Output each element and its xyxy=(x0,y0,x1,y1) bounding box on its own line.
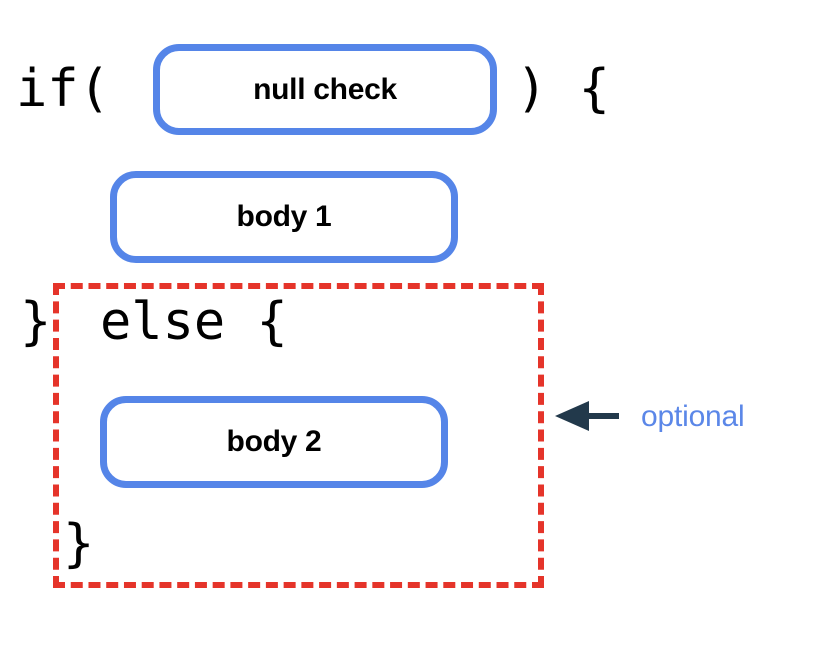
box-body-1-label: body 1 xyxy=(236,200,332,233)
optional-else-region xyxy=(53,283,544,588)
code-if-close: ) { xyxy=(516,59,610,119)
code-else-keyword: else { xyxy=(100,292,288,352)
box-body-2[interactable]: body 2 xyxy=(100,396,448,488)
box-null-check-label: null check xyxy=(253,72,397,106)
box-null-check[interactable]: null check xyxy=(153,44,497,135)
box-body-1[interactable]: body 1 xyxy=(110,171,458,263)
code-if-open: if( xyxy=(16,59,110,119)
code-close-brace-bottom: } xyxy=(63,514,95,574)
box-body-2-label: body 2 xyxy=(226,425,322,458)
optional-arrow-icon xyxy=(555,401,619,431)
code-close-brace-top: } xyxy=(20,292,52,352)
optional-label: optional xyxy=(641,400,745,433)
